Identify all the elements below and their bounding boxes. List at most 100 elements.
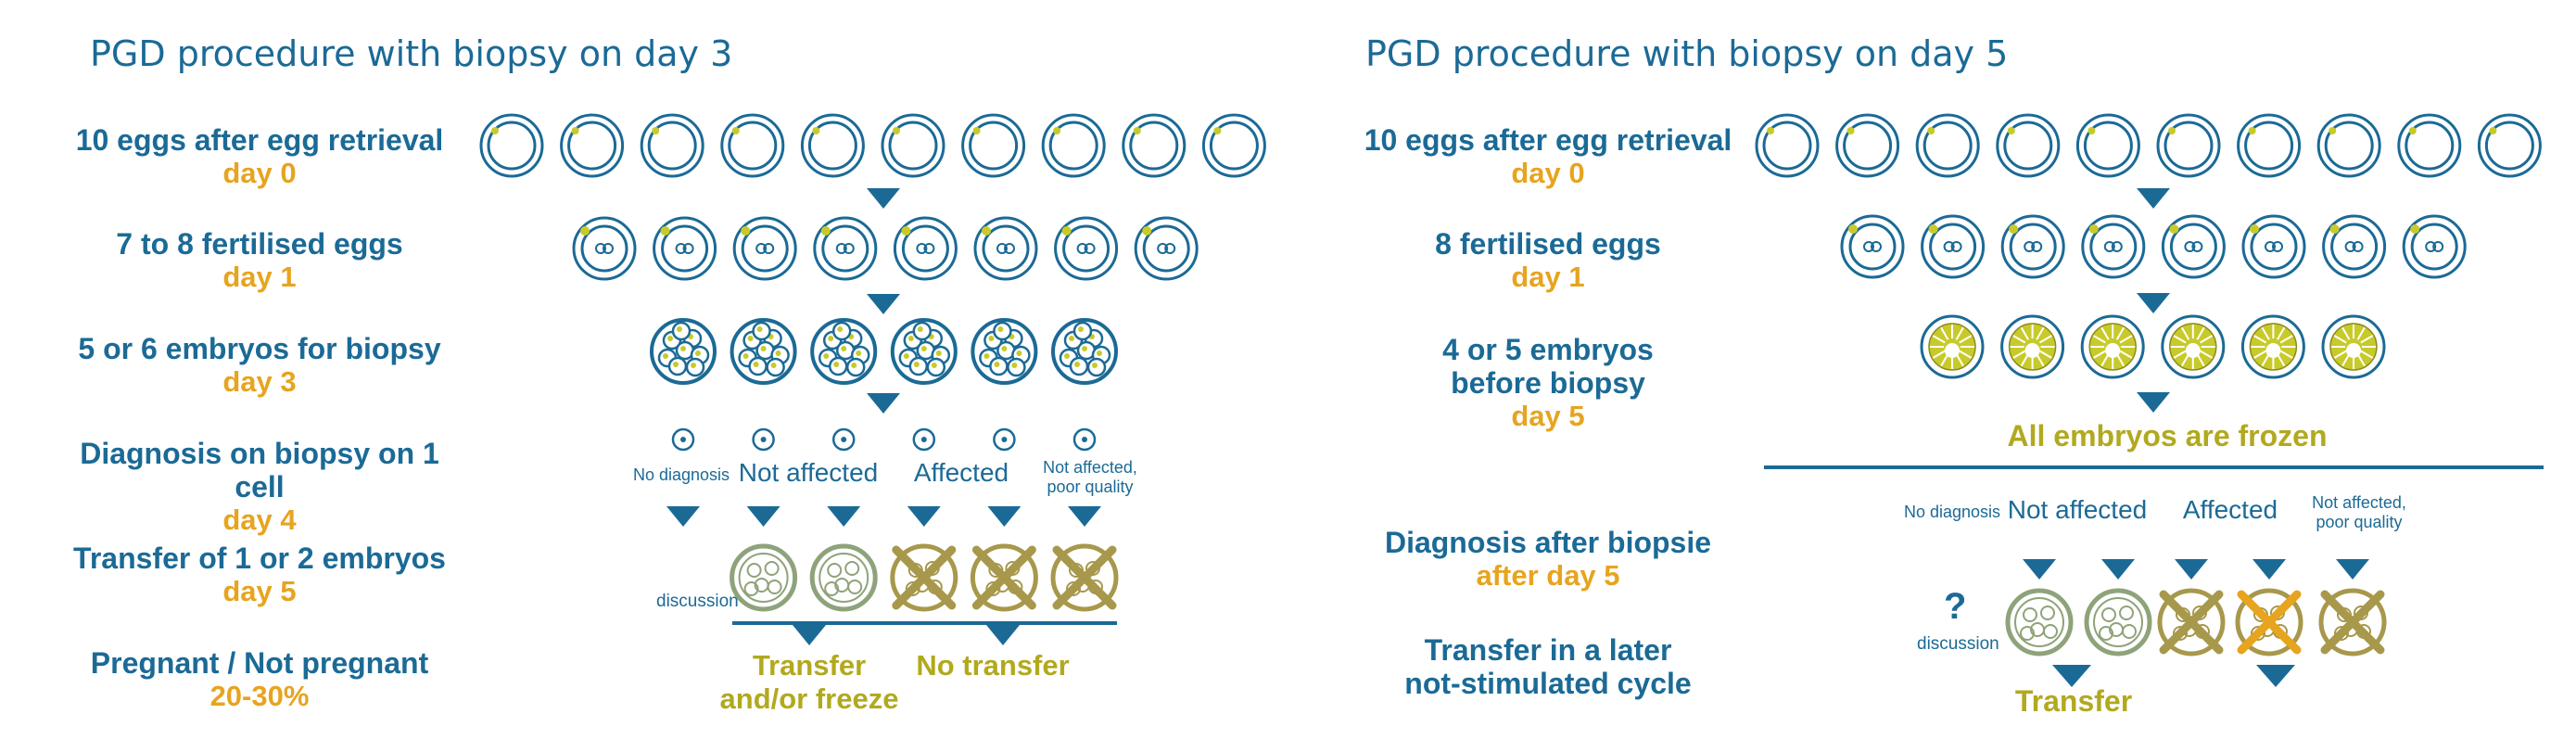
right-cat-poor-quality: Not affected, poor quality <box>2312 493 2406 532</box>
down-arrow-icon <box>867 393 900 414</box>
left-step-pregnancy: Pregnant / Not pregnant 20-30% <box>65 646 454 713</box>
right-cat-no-diagnosis: No diagnosis <box>1903 503 2001 521</box>
rejected-embryo-icon <box>890 543 958 612</box>
good-embryo-icon <box>2005 588 2074 656</box>
fertilised-egg-icon <box>2241 214 2306 279</box>
down-arrow-icon <box>2336 559 2369 580</box>
fertilised-egg-icon <box>1134 216 1199 281</box>
right-outcome-transfer: Transfer <box>2014 684 2133 718</box>
egg-icon <box>2477 113 2542 178</box>
frozen-blastocyst-icon <box>2080 314 2145 379</box>
egg-icon <box>1835 113 1900 178</box>
fertilised-egg-icon <box>1840 214 1905 279</box>
egg-icon <box>961 113 1026 178</box>
egg-icon <box>640 113 704 178</box>
rejected-embryo-icon <box>2318 588 2387 656</box>
left-diagram-art <box>479 113 1266 645</box>
step-label: Transfer in a later <box>1424 633 1672 667</box>
fertilised-egg-icon <box>732 216 797 281</box>
fertilised-egg-icon <box>2000 214 2065 279</box>
step-day: after day 5 <box>1476 559 1620 592</box>
left-step-eggs: 10 eggs after egg retrieval day 0 <box>65 123 454 190</box>
good-embryo-icon <box>730 543 798 612</box>
line: Not affected, <box>2312 493 2406 512</box>
step-label: Transfer of 1 or 2 embryos <box>73 542 446 575</box>
left-step-transfer: Transfer of 1 or 2 embryos day 5 <box>65 542 454 608</box>
right-step-fertilised: 8 fertilised eggs day 1 <box>1353 227 1743 294</box>
down-arrow-icon <box>2101 559 2135 580</box>
frozen-blastocyst-icon <box>2000 314 2065 379</box>
egg-icon <box>479 113 544 178</box>
embryo-icon <box>730 318 797 385</box>
step-day: day 4 <box>222 503 297 536</box>
left-step-diagnosis: Diagnosis on biopsy on 1 cell day 4 <box>65 437 454 537</box>
egg-icon <box>1755 113 1820 178</box>
right-discussion-label: discussion <box>1917 634 1999 654</box>
egg-icon <box>2397 113 2462 178</box>
rejected-embryo-icon <box>970 543 1038 612</box>
egg-icon <box>2075 113 2140 178</box>
down-arrow-icon <box>2137 293 2170 313</box>
biopsy-cell-icon <box>1072 427 1097 452</box>
embryo-icon <box>890 318 958 385</box>
good-embryo-icon <box>809 543 878 612</box>
egg-icon <box>1915 113 1980 178</box>
step-day: day 1 <box>222 261 297 293</box>
step-day: day 1 <box>1511 261 1585 293</box>
step-label: 10 eggs after egg retrieval <box>75 123 444 157</box>
frozen-blastocyst-icon <box>1920 314 1985 379</box>
egg-icon <box>720 113 785 178</box>
fertilised-egg-icon <box>1921 214 1986 279</box>
left-title: PGD procedure with biopsy on day 3 <box>90 33 733 74</box>
down-arrow-icon <box>2256 665 2295 687</box>
egg-icon <box>1996 113 2061 178</box>
egg-icon <box>1122 113 1186 178</box>
egg-icon <box>2156 113 2221 178</box>
down-arrow-icon <box>987 506 1022 527</box>
fertilised-egg-icon <box>893 216 958 281</box>
right-cat-affected: Affected <box>2182 495 2278 524</box>
line: and/or freeze <box>719 682 899 715</box>
right-cat-not-affected: Not affected <box>2007 495 2148 524</box>
left-step-embryos: 5 or 6 embryos for biopsy day 3 <box>65 332 454 399</box>
left-step-fertilised: 7 to 8 fertilised eggs day 1 <box>65 227 454 294</box>
fertilised-egg-icon <box>653 216 717 281</box>
step-day: day 3 <box>222 365 297 398</box>
left-discussion-label: discussion <box>656 592 739 611</box>
down-arrow-icon <box>2252 559 2286 580</box>
fertilised-egg-icon <box>572 216 637 281</box>
step-day: day 5 <box>222 575 297 607</box>
fertilised-egg-icon <box>2161 214 2226 279</box>
biopsy-cell-icon <box>831 427 856 452</box>
fertilised-egg-icon <box>973 216 1038 281</box>
down-arrow-icon <box>666 506 700 527</box>
down-arrow-icon <box>867 188 900 209</box>
egg-icon <box>881 113 945 178</box>
step-label: 8 fertilised eggs <box>1435 227 1661 261</box>
down-arrow-icon <box>2052 665 2091 687</box>
good-embryo-icon <box>2084 588 2152 656</box>
left-outcome-no-transfer: No transfer <box>916 649 1070 682</box>
fertilised-egg-icon <box>2322 214 2387 279</box>
step-label: 5 or 6 embryos for biopsy <box>78 332 441 365</box>
down-arrow-icon <box>2023 559 2056 580</box>
step-day: day 0 <box>222 157 297 189</box>
egg-icon <box>1201 113 1266 178</box>
embryo-icon <box>810 318 878 385</box>
down-arrow-icon <box>2137 392 2170 413</box>
step-day: 20-30% <box>209 680 310 712</box>
egg-icon <box>560 113 625 178</box>
step-label: 10 eggs after egg retrieval <box>1364 123 1732 157</box>
egg-icon <box>2316 113 2381 178</box>
step-label: not-stimulated cycle <box>1404 667 1692 700</box>
embryo-icon <box>1051 318 1118 385</box>
right-title: PGD procedure with biopsy on day 5 <box>1365 33 2009 74</box>
fertilised-egg-icon <box>2081 214 2146 279</box>
step-label: Diagnosis after biopsie <box>1384 526 1712 559</box>
line: poor quality <box>2316 513 2403 531</box>
down-arrow-icon <box>986 625 1020 645</box>
rejected-embryo-icon <box>2157 588 2226 656</box>
down-arrow-icon <box>867 294 900 314</box>
biopsy-cell-icon <box>993 427 1016 452</box>
